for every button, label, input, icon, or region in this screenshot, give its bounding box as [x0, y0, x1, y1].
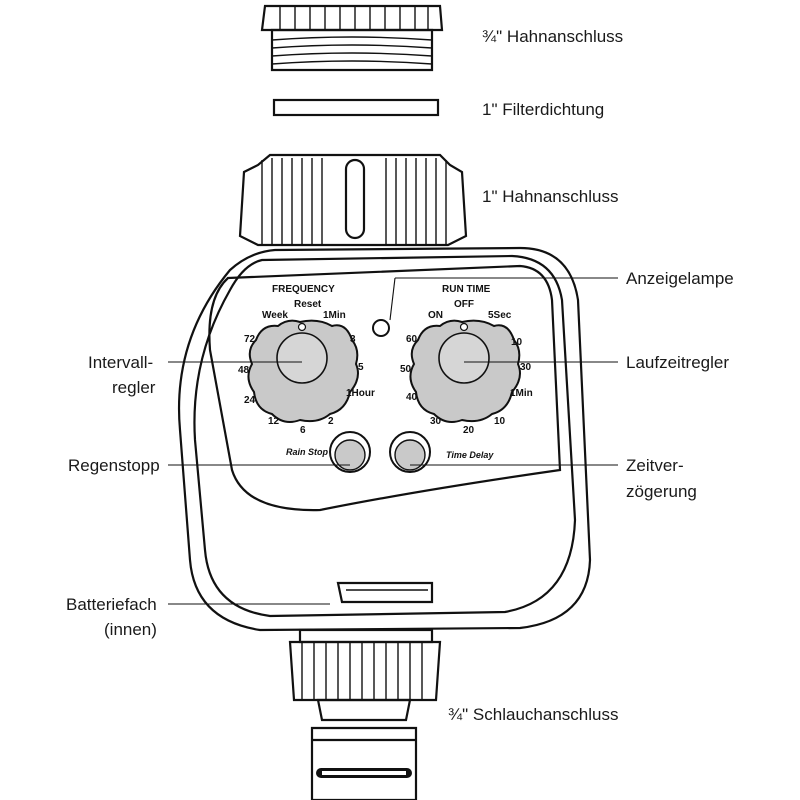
tick-24: 24	[244, 395, 256, 406]
top-tap-nut	[260, 4, 444, 72]
rain-stop-button[interactable]	[329, 431, 371, 473]
tick-on: ON	[428, 310, 443, 321]
tick-5: 5	[358, 362, 364, 373]
label-tap-connector-small: ¾" Hahnanschluss	[482, 27, 623, 46]
label-interval-1: Intervall-	[88, 353, 153, 372]
tick-12: 12	[268, 416, 280, 427]
time-delay-button[interactable]	[389, 431, 431, 473]
battery-compartment	[336, 581, 434, 604]
tick-1min-run: 1Min	[510, 388, 533, 399]
indicator-lamp	[372, 319, 390, 337]
tick-1hour: 1Hour	[346, 388, 375, 399]
tick-60: 60	[406, 334, 418, 345]
label-time-delay-1: Zeitver-	[626, 456, 684, 475]
label-battery-2: (innen)	[104, 620, 157, 639]
frequency-title: FREQUENCY	[272, 284, 335, 295]
rain-stop-label: Rain Stop	[286, 447, 329, 457]
hose-connector	[288, 628, 442, 800]
tick-2: 2	[328, 416, 334, 427]
tick-week: Week	[262, 310, 288, 321]
tick-30-right: 30	[520, 362, 532, 373]
filter-seal	[272, 98, 440, 117]
tick-20: 20	[463, 425, 475, 436]
tick-1min-freq: 1Min	[323, 310, 346, 321]
tick-off: OFF	[454, 299, 474, 310]
tick-10-bottom: 10	[494, 416, 506, 427]
run-time-title: RUN TIME	[442, 284, 491, 295]
tick-10-top: 10	[511, 337, 523, 348]
label-time-delay-2: zögerung	[626, 482, 697, 501]
tick-50: 50	[400, 364, 412, 375]
label-filter-seal: 1" Filterdichtung	[482, 100, 604, 119]
label-runtime-controller: Laufzeitregler	[626, 353, 729, 372]
tick-72: 72	[244, 334, 256, 345]
label-interval-2: regler	[112, 378, 156, 397]
label-indicator-lamp: Anzeigelampe	[626, 269, 734, 288]
tick-3: 3	[350, 334, 356, 345]
tick-reset: Reset	[294, 299, 322, 310]
label-rain-stop: Regenstopp	[68, 456, 160, 475]
label-tap-connector-large: 1" Hahnanschluss	[482, 187, 618, 206]
large-tap-nut	[238, 153, 468, 247]
tick-40: 40	[406, 392, 418, 403]
tick-48: 48	[238, 365, 250, 376]
leader-lines	[168, 277, 618, 605]
run-time-dial[interactable]	[409, 319, 521, 423]
timer-body	[177, 246, 592, 632]
label-hose-connector: ¾" Schlauchanschluss	[448, 705, 618, 724]
label-battery-1: Batteriefach	[66, 595, 157, 614]
tick-30-bottom: 30	[430, 416, 442, 427]
tick-6: 6	[300, 425, 306, 436]
time-delay-label: Time Delay	[446, 450, 494, 460]
tick-5sec: 5Sec	[488, 310, 512, 321]
frequency-dial[interactable]	[247, 319, 359, 423]
